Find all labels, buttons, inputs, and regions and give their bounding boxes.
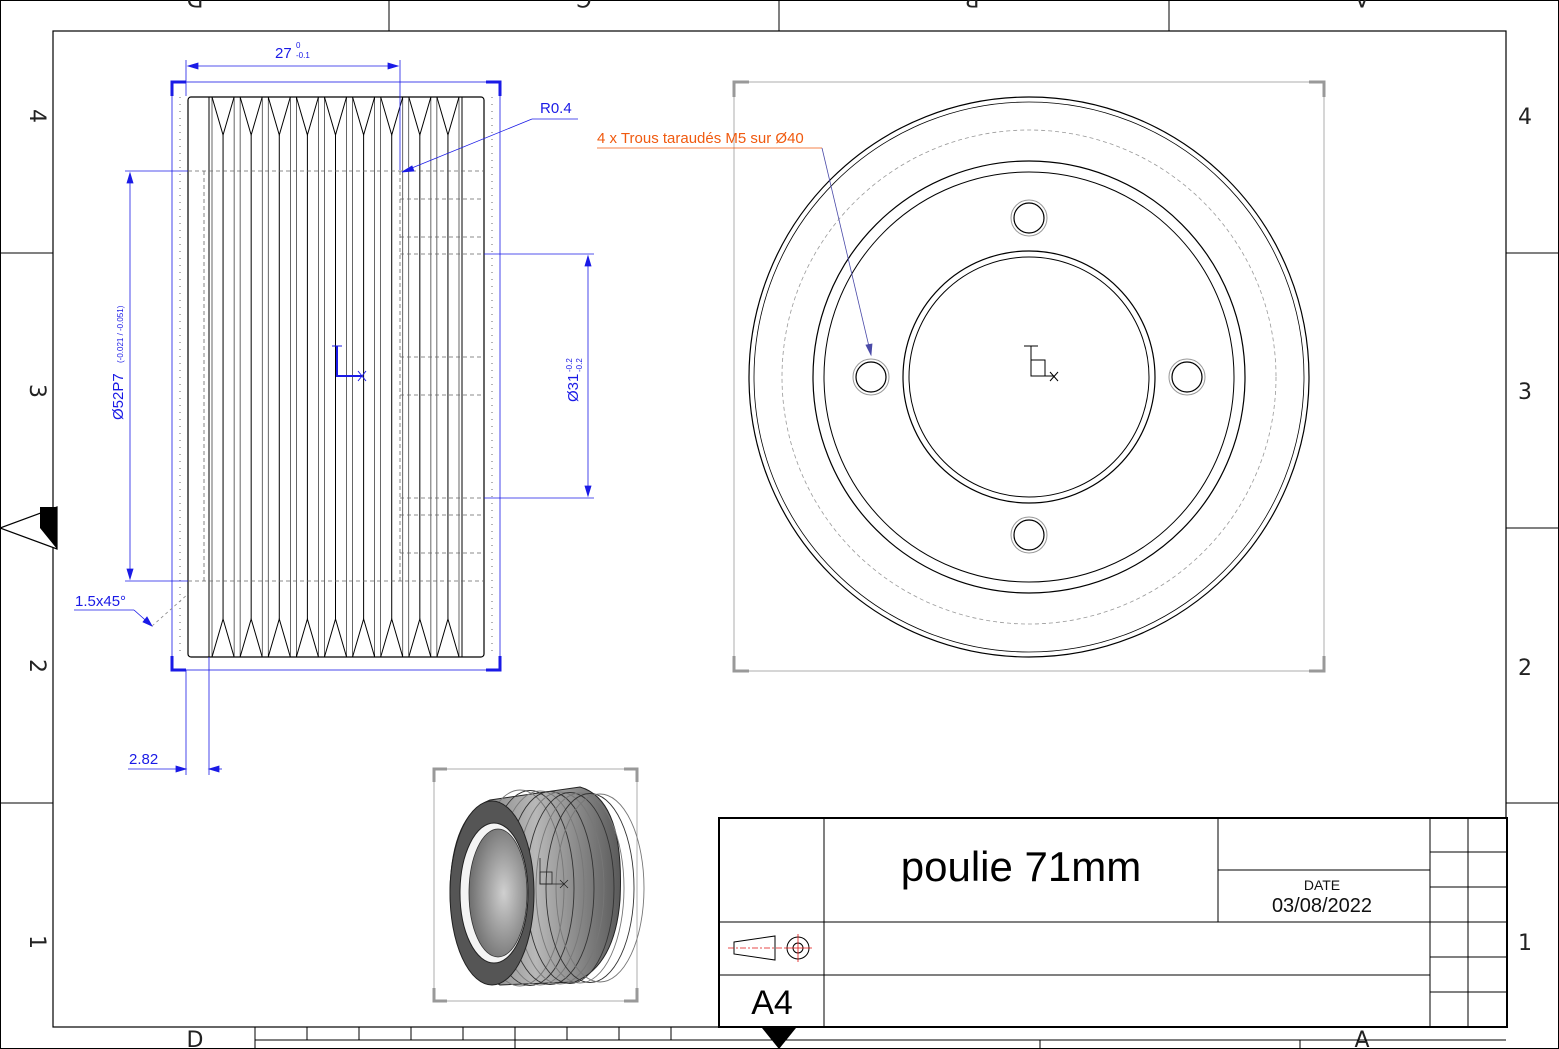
zone-label-top-b: B bbox=[964, 0, 979, 10]
iso-origin-axis-icon bbox=[539, 858, 569, 889]
bore-tolerance: (-0.021 / -0.051) bbox=[116, 305, 125, 363]
drawing-title: poulie 71mm bbox=[901, 843, 1141, 890]
width-tol-lower: -0.1 bbox=[296, 51, 310, 60]
origin-axis-icon bbox=[332, 345, 367, 382]
tapped-holes-note: 4 x Trous taraudés M5 sur Ø40 bbox=[597, 130, 804, 147]
groove-profile-bottom bbox=[209, 617, 460, 658]
iso-groove-ring bbox=[545, 793, 635, 983]
bottom-ruler bbox=[254, 1027, 1506, 1049]
isometric-view bbox=[432, 767, 645, 1003]
zone-label-right-4: 4 bbox=[1518, 105, 1532, 130]
zone-dividers bbox=[0, 0, 1559, 804]
side-view: 27 0 -0.1 R0.4 Ø52P7 (-0.021 / -0.051) bbox=[74, 41, 594, 775]
iso-groove-ring bbox=[555, 793, 645, 983]
inner-tol-lower: -0.2 bbox=[575, 358, 584, 372]
bore-dimension: Ø52P7 bbox=[110, 373, 127, 420]
iso-groove-ring bbox=[535, 792, 625, 984]
offset-dimension: 2.82 bbox=[129, 751, 158, 768]
zone-label-top-c: C bbox=[576, 0, 591, 10]
inner-tol-upper: -0.2 bbox=[565, 358, 574, 372]
date-label: DATE bbox=[1304, 877, 1340, 893]
zone-label-left-1: 1 bbox=[24, 935, 49, 949]
sheet-format: A4 bbox=[751, 984, 793, 1022]
front-view: 4 x Trous taraudés M5 sur Ø40 bbox=[597, 80, 1326, 673]
chamfer-note: 1.5x45° bbox=[75, 593, 126, 610]
zone-label-left-4: 4 bbox=[24, 109, 49, 123]
zone-label-left-2: 2 bbox=[24, 659, 49, 673]
tapped-holes bbox=[852, 199, 1206, 554]
date-value: 03/08/2022 bbox=[1272, 895, 1372, 917]
centering-arrow-bottom-icon bbox=[758, 1023, 800, 1049]
radius-note: R0.4 bbox=[540, 100, 572, 117]
zone-label-bottom-d: D bbox=[187, 1028, 204, 1049]
projection-symbol-icon bbox=[728, 934, 812, 962]
groove-profile-top bbox=[209, 96, 460, 137]
width-dimension: 27 bbox=[275, 45, 292, 62]
width-tol-upper: 0 bbox=[296, 41, 301, 50]
zone-label-left-3: 3 bbox=[24, 384, 49, 398]
zone-label-bottom-a: A bbox=[1354, 1028, 1369, 1049]
front-origin-axis-icon bbox=[1024, 345, 1059, 382]
inner-dimension: Ø31 bbox=[565, 374, 582, 402]
zone-label-top-a: A bbox=[1354, 0, 1369, 10]
zone-label-top-d: D bbox=[187, 0, 204, 10]
title-block: poulie 71mm DATE 03/08/2022 A4 bbox=[718, 817, 1508, 1028]
zone-label-right-1: 1 bbox=[1518, 931, 1532, 956]
zone-label-right-3: 3 bbox=[1518, 380, 1532, 405]
zone-label-right-2: 2 bbox=[1518, 656, 1532, 681]
centering-arrow-left-fill bbox=[40, 507, 57, 549]
